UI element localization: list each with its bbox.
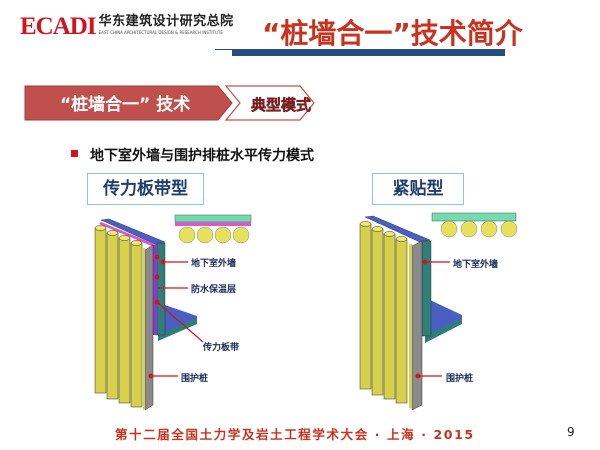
breadcrumb: “桩墙合一” 技术 典型模式 — [24, 85, 315, 121]
breadcrumb-step-2[interactable]: 典型模式 — [251, 96, 312, 115]
label-waterproof-layer: 防水保温层 — [191, 285, 237, 295]
logo-text: 华东建筑设计研究总院 EAST CHINA ARCHITECTURAL DESI… — [99, 14, 234, 36]
left-diagram-title: 传力板带型 — [87, 173, 204, 205]
logo-english-name: EAST CHINA ARCHITECTURAL DESIGN & RESEAR… — [98, 30, 223, 35]
callout-lines-right — [415, 259, 450, 379]
label-retaining-pile: 围护桩 — [181, 374, 209, 384]
logo-mark: ECADI — [20, 13, 97, 40]
piles-left — [94, 225, 154, 411]
right-diagram-title: 紧贴型 — [372, 173, 464, 205]
label-retaining-pile-right: 围护桩 — [446, 374, 474, 384]
label-basement-wall: 地下室外墙 — [191, 259, 237, 269]
breadcrumb-step-2-shape[interactable] — [224, 85, 315, 121]
page-number: 9 — [567, 425, 575, 439]
logo: ECADI 华东建筑设计研究总院 EAST CHINA ARCHITECTURA… — [20, 14, 234, 40]
left-diagram — [94, 214, 252, 411]
label-basement-wall-right: 地下室外墙 — [453, 260, 499, 270]
title-divider — [215, 49, 505, 50]
top-plate — [100, 218, 166, 246]
breadcrumb-step-1-shape[interactable] — [24, 85, 233, 121]
plan-legend-right — [431, 212, 518, 238]
bullet-icon — [71, 150, 78, 157]
slide-title: “桩墙合一”技术简介 — [262, 17, 523, 50]
label-transfer-strip: 传力板带 — [203, 343, 240, 353]
piles-right — [359, 221, 423, 411]
plan-legend-left — [174, 214, 252, 244]
title-bar — [232, 50, 505, 56]
footer-conference: 第十二届全国土力学及岩土工程学术大会 · 上海 · 2015 — [115, 427, 475, 442]
bullet-text: 地下室外墙与围护排桩水平传力模式 — [90, 148, 314, 164]
breadcrumb-step-1[interactable]: “桩墙合一” 技术 — [60, 94, 190, 115]
right-diagram — [359, 212, 518, 411]
callout-lines-left — [148, 254, 204, 379]
logo-chinese-name: 华东建筑设计研究总院 — [98, 14, 234, 29]
waterproof-layer — [153, 245, 157, 335]
